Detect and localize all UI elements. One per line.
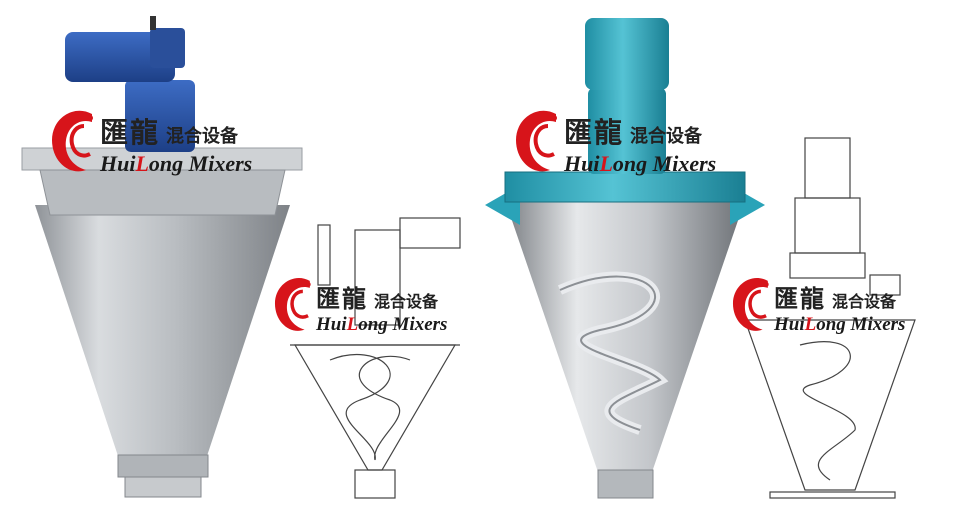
mixer-photo-teal bbox=[485, 18, 765, 499]
mixer-photo-blue bbox=[21, 16, 303, 498]
mixer-drawing-2 bbox=[744, 137, 916, 499]
mixer-drawing-1 bbox=[290, 217, 461, 499]
